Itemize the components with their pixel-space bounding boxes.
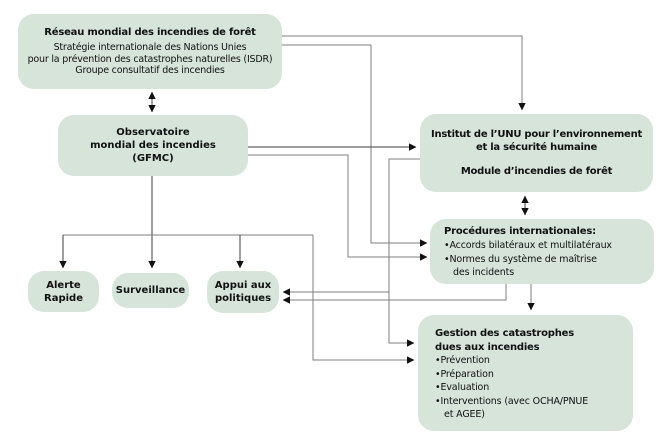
edge-reseau-to-procedures — [282, 44, 428, 247]
edge-branch-to-gestion — [312, 235, 415, 364]
bullet-item: Préparation — [435, 368, 625, 382]
node-procedures-internationales: Procédures internationales: Accords bila… — [430, 219, 654, 284]
node-institut-module: Module d’incendies de forêt — [460, 166, 613, 177]
node-observatoire-gfmc: Observatoire mondial des incendies (GFMC… — [58, 115, 248, 176]
node-gestion-bullets: Prévention Préparation Evaluation Interv… — [435, 354, 625, 422]
node-gestion-title-line: dues aux incendies — [435, 341, 540, 353]
node-reseau-line: Groupe consultatif des incendies — [75, 65, 225, 77]
node-surveillance: Surveillance — [112, 273, 189, 308]
node-surveillance-label: Surveillance — [115, 285, 186, 296]
bullet-item: Interventions (avec OCHA/PNUE et AGEE) — [435, 395, 625, 422]
bullet-item: Evaluation — [435, 381, 625, 395]
bullet-item: Normes du système de maîtrise des incide… — [444, 253, 646, 280]
node-institut-unu: Institut de l’UNU pour l’environnement e… — [420, 114, 653, 192]
node-appui-label: Appui aux politiques — [214, 280, 272, 304]
edge-institut-to-gestion — [388, 158, 420, 347]
edge-reseau-to-institut — [282, 35, 526, 111]
edge-procedures-to-appui — [282, 284, 507, 304]
node-gestion-catastrophes: Gestion des catastrophes dues aux incend… — [418, 315, 633, 431]
node-reseau-title: Réseau mondial des incendies de forêt — [44, 27, 256, 39]
node-alerte-label: Alerte Rapide — [44, 279, 83, 304]
node-institut-title-line: Institut de l’UNU pour l’environnement — [431, 129, 642, 140]
node-observatoire-line: Observatoire — [116, 127, 190, 138]
node-observatoire-line: mondial des incendies — [90, 140, 216, 151]
node-observatoire-line: (GFMC) — [132, 153, 174, 164]
node-alerte-rapide: Alerte Rapide — [28, 271, 99, 312]
node-reseau-line: Stratégie internationale des Nations Uni… — [53, 42, 247, 54]
node-reseau-mondial: Réseau mondial des incendies de forêt St… — [18, 14, 282, 89]
node-gestion-title-line: Gestion des catastrophes — [435, 328, 574, 339]
node-procedures-title: Procédures internationales: — [444, 226, 596, 237]
node-institut-title-line: et la sécurité humaine — [475, 142, 598, 153]
edge-observatoire-to-procedures — [248, 154, 428, 261]
bullet-item: Accords bilatéraux et multilatéraux — [444, 239, 646, 253]
node-reseau-line: pour la prévention des catastrophes natu… — [27, 53, 273, 65]
node-appui-politiques: Appui aux politiques — [207, 271, 279, 313]
node-procedures-bullets: Accords bilatéraux et multilatéraux Norm… — [444, 239, 646, 280]
bullet-item: Prévention — [435, 354, 625, 368]
